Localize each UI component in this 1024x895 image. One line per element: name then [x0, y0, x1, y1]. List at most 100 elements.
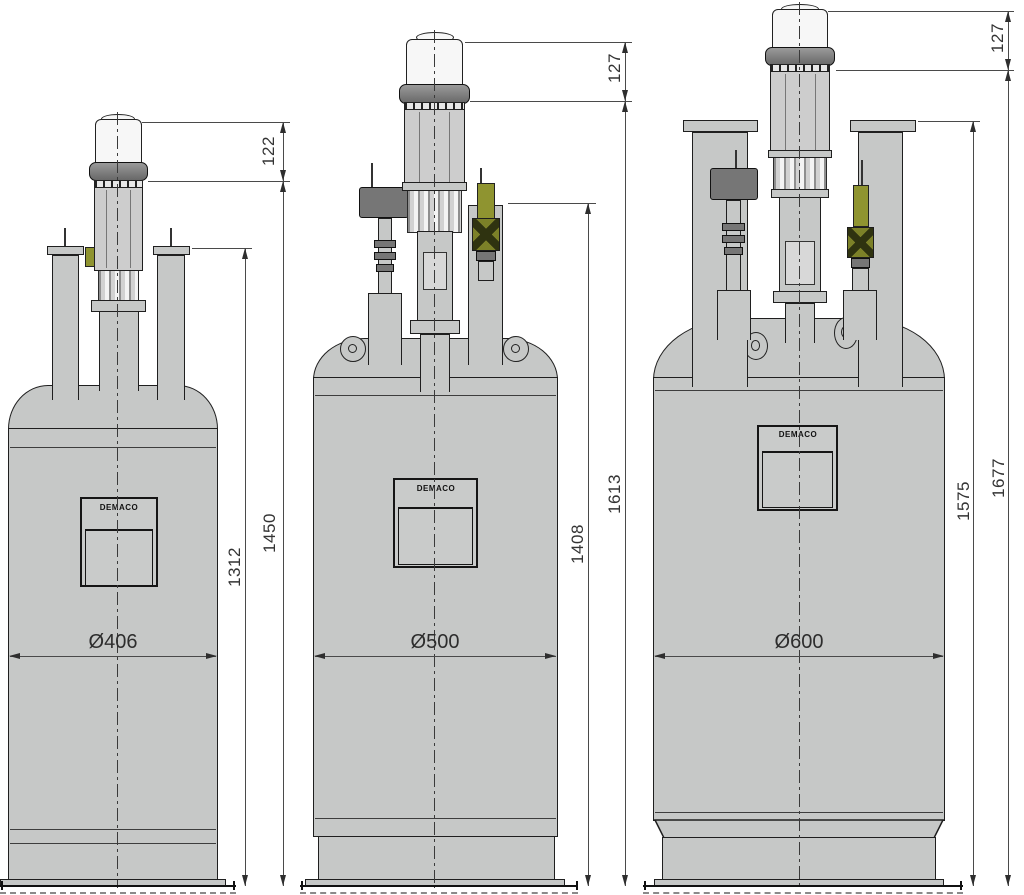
- tank1-left-pipe-flange: [47, 246, 84, 255]
- tank3-dimline-1575: [973, 121, 974, 886]
- tank1-weld-seam: [10, 447, 216, 448]
- tank1-pump-cylinder-line2: [130, 190, 131, 268]
- tank2-valve-tail: [478, 261, 494, 281]
- tank1-pump-cylinder-line: [106, 190, 107, 268]
- tank2-pump-cylinder-line: [419, 112, 420, 182]
- tank3-dim-diameter: Ø600: [774, 631, 824, 653]
- tank1-dim-cap: 122: [259, 136, 278, 166]
- tank1-nameplate-panel: [85, 529, 153, 586]
- tank2-dim-inlet: 1408: [568, 524, 587, 564]
- tank3-dim-total: 1677: [989, 458, 1008, 498]
- tank1-dimline-1450: [283, 122, 284, 886]
- tank1-dim-diameter: Ø406: [88, 631, 138, 653]
- arrow: [9, 653, 20, 659]
- tank3-valve-coupling: [851, 258, 870, 268]
- tank2-valve-block: [472, 218, 500, 251]
- tank1-dim-total: 1450: [260, 513, 279, 553]
- tank3-pump-cylinder-line2: [815, 74, 816, 150]
- tank2-dimline-1613: [625, 42, 626, 886]
- tank3-pump-cylinder: [770, 71, 830, 153]
- arrow: [242, 875, 248, 886]
- tank3-ground-line: [643, 885, 963, 887]
- tank3-pump-lower-body: [785, 241, 815, 285]
- tank3-left-drop-pipe: [726, 200, 741, 292]
- tank1-dimline-diameter: [10, 656, 216, 657]
- tank1-air-fitting: [85, 247, 95, 267]
- tank3-left-coupling: [722, 223, 745, 231]
- tank3-pump-cylinder-line: [785, 74, 786, 150]
- tank1-skirt-seam2: [10, 843, 216, 844]
- arrow: [206, 653, 217, 659]
- tank2-hidden-base-line: [300, 892, 578, 894]
- tank2-skirt: [318, 836, 555, 881]
- tank3-dimline-1677: [1008, 11, 1009, 886]
- tank2-ground-tick-right: [576, 881, 578, 890]
- tank1-ground-tick-right: [233, 881, 235, 890]
- tank2-junction-box: [359, 187, 409, 218]
- tank2-left-coupling: [374, 240, 396, 248]
- tank2-dimline-1408: [588, 203, 589, 886]
- arrow: [585, 875, 591, 886]
- tank2-ext-cap-bottom: [470, 101, 632, 102]
- tank3-nameplate-logo: DEMACO: [778, 429, 818, 440]
- tank3-junction-box: [710, 168, 758, 200]
- arrow: [654, 653, 665, 659]
- tank2-lifting-lug-left: [340, 336, 366, 362]
- arrow: [622, 875, 628, 886]
- arrow: [970, 875, 976, 886]
- tank1-dimline-1312: [245, 248, 246, 886]
- arrow: [314, 653, 325, 659]
- tank2-dim-total: 1613: [605, 474, 624, 514]
- tank3-dimline-diameter: [655, 656, 943, 657]
- arrow: [280, 875, 286, 886]
- tank2-pump-lower-body: [423, 252, 447, 290]
- tank3-pump-suction-tube: [785, 303, 815, 343]
- tank1-ext-flange: [192, 248, 252, 249]
- tank2-pump-cylinder-line2: [449, 112, 450, 182]
- tank1-skirt-seam: [10, 829, 216, 830]
- tank3-dim-cap: 127: [988, 23, 1007, 53]
- tank3-valve-block: [847, 227, 874, 258]
- arrow: [970, 121, 976, 132]
- tank3-pump-flange: [773, 291, 827, 303]
- tank2-ext-socket: [508, 203, 596, 204]
- tank3-ext-flange: [918, 121, 980, 122]
- tank2-ground-line: [300, 885, 578, 887]
- tank2-valve-coupling: [476, 251, 496, 261]
- tank3-ext-cap-top: [828, 11, 1014, 12]
- tank2-left-coupling2: [374, 252, 396, 260]
- tank2-left-stem: [371, 163, 373, 187]
- tank2-ext-cap-top: [465, 42, 632, 43]
- tank2-dim-cap: 127: [605, 53, 624, 83]
- tank1-nameplate-logo: DEMACO: [99, 502, 139, 513]
- tank3-nameplate-panel: [762, 451, 833, 508]
- tank2-left-socket: [368, 293, 402, 365]
- tank2-valve-stem: [480, 168, 482, 184]
- arrow: [1005, 875, 1011, 886]
- arrow: [622, 101, 628, 112]
- arrow: [280, 122, 286, 133]
- tank2-ground-tick-left: [301, 881, 303, 890]
- tank1-pump-air-cap: [95, 119, 142, 164]
- tank3-pump-air-cap: [772, 9, 828, 49]
- tank2-skirt-seam: [315, 818, 556, 819]
- tank2-shell: [313, 377, 558, 837]
- arrow: [622, 90, 628, 101]
- arrow: [933, 653, 944, 659]
- arrow: [1005, 70, 1011, 81]
- tank2-nameplate-panel: [398, 507, 473, 565]
- tank3-right-socket: [843, 290, 877, 340]
- tank1-pump-cylinder: [94, 187, 143, 271]
- arrow: [585, 203, 591, 214]
- arrow: [280, 170, 286, 181]
- tank3-valve-body: [853, 185, 869, 227]
- tank3-right-pipe-flange: [850, 120, 916, 132]
- tank2-lifting-lug-right: [503, 336, 529, 362]
- tank3-centerline: [799, 2, 800, 888]
- tank1-dim-inlet: 1312: [225, 547, 244, 587]
- arrow: [1005, 59, 1011, 70]
- tank2-centerline: [434, 30, 435, 888]
- tank3-hidden-base-line: [643, 892, 963, 894]
- tank3-ground-tick-left: [644, 881, 646, 890]
